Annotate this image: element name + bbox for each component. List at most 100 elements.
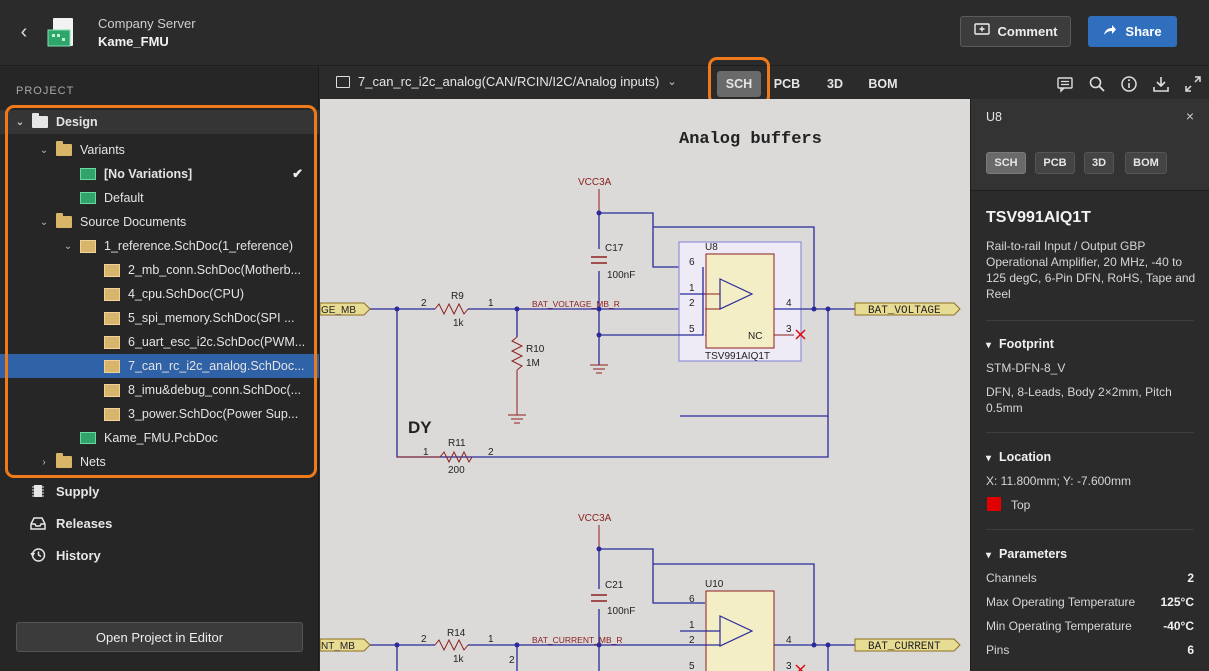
- schematic-canvas[interactable]: Analog buffers VCC3A C17 100nF GE_MB R9 …: [320, 99, 970, 671]
- svg-text:1: 1: [689, 620, 695, 631]
- tree-item-label: 1_reference.SchDoc(1_reference): [104, 239, 293, 253]
- sidebar-item-supply[interactable]: Supply: [30, 480, 99, 502]
- net-label: BAT_CURRENT_MB_R: [532, 635, 623, 645]
- sidebar-item-releases[interactable]: Releases: [30, 512, 112, 534]
- tree-item-schdoc[interactable]: 4_cpu.SchDoc(CPU): [0, 282, 319, 306]
- svg-text:4: 4: [786, 298, 792, 309]
- history-icon: [30, 548, 46, 562]
- footprint-description: DFN, 8-Leads, Body 2×2mm, Pitch 0.5mm: [986, 385, 1172, 415]
- tree-item-label: Design: [56, 115, 98, 129]
- comments-icon[interactable]: [1056, 75, 1074, 93]
- svg-text:3: 3: [786, 324, 792, 335]
- divider: [986, 529, 1194, 530]
- parameter-value: -40°C: [1163, 619, 1194, 633]
- r10-label: R10: [526, 344, 545, 355]
- variant-icon: [80, 192, 96, 204]
- tree-item-schdoc[interactable]: 3_power.SchDoc(Power Sup...: [0, 402, 319, 426]
- tree-item-label: Default: [104, 191, 144, 205]
- location-section-title[interactable]: Location: [986, 450, 1051, 464]
- parameter-row: Max Operating Temperature 125°C: [986, 595, 1194, 609]
- tree-item-schdoc[interactable]: 5_spi_memory.SchDoc(SPI ...: [0, 306, 319, 330]
- port-input-top: GE_MB: [321, 305, 356, 316]
- schematic-drawing: Analog buffers VCC3A C17 100nF GE_MB R9 …: [320, 130, 961, 671]
- tree-item-nets[interactable]: › Nets: [0, 450, 319, 474]
- layer-name: Top: [1011, 498, 1031, 512]
- tab-sch[interactable]: SCH: [717, 71, 761, 97]
- panel-tab-pcb[interactable]: PCB: [1035, 152, 1075, 174]
- sidebar-heading: PROJECT: [16, 85, 75, 97]
- panel-tab-3d[interactable]: 3D: [1084, 152, 1114, 174]
- u10-label: U10: [705, 579, 724, 590]
- back-icon[interactable]: ‹: [20, 21, 28, 43]
- tree-item-label: Variants: [80, 143, 125, 157]
- download-icon[interactable]: [1152, 75, 1170, 93]
- svg-text:1: 1: [488, 298, 494, 309]
- folder-icon: [32, 113, 48, 128]
- svg-text:2: 2: [509, 655, 515, 666]
- parameter-row: Pins 6: [986, 643, 1194, 657]
- chevron-down-icon[interactable]: ⌄: [15, 116, 25, 128]
- chevron-down-icon[interactable]: ⌄: [39, 144, 49, 156]
- tree-item-label: Nets: [80, 455, 106, 469]
- schdoc-icon: [104, 407, 120, 421]
- panel-tab-bom[interactable]: BOM: [1125, 152, 1167, 174]
- chevron-down-icon: ⌄: [667, 76, 677, 88]
- parameter-value: 125°C: [1160, 595, 1195, 609]
- search-icon[interactable]: [1088, 75, 1106, 93]
- schdoc-icon: [104, 359, 120, 373]
- tree-item-reference-schdoc[interactable]: ⌄ 1_reference.SchDoc(1_reference): [0, 234, 319, 258]
- chevron-right-icon[interactable]: ›: [42, 456, 46, 468]
- tree-item-default[interactable]: Default: [0, 186, 319, 210]
- tree-item-variants[interactable]: ⌄ Variants: [0, 138, 319, 162]
- svg-text:2: 2: [421, 634, 427, 645]
- fullscreen-icon[interactable]: [1184, 75, 1202, 93]
- footprint-name: STM-DFN-8_V: [986, 361, 1066, 375]
- panel-header: U8 × SCH PCB 3D BOM: [971, 99, 1209, 191]
- svg-text:2: 2: [421, 298, 427, 309]
- divider: [986, 432, 1194, 433]
- document-title: 7_can_rc_i2c_analog(CAN/RCIN/I2C/Analog …: [358, 74, 660, 89]
- open-project-button[interactable]: Open Project in Editor: [16, 622, 303, 652]
- parameters-section-title[interactable]: Parameters: [986, 547, 1067, 561]
- tree-item-no-variations[interactable]: [No Variations] ✔: [0, 162, 319, 186]
- comment-button[interactable]: Comment: [960, 16, 1071, 47]
- tab-3d[interactable]: 3D: [827, 77, 843, 91]
- tree-item-schdoc[interactable]: 8_imu&debug_conn.SchDoc(...: [0, 378, 319, 402]
- document-selector[interactable]: 7_can_rc_i2c_analog(CAN/RCIN/I2C/Analog …: [336, 74, 677, 89]
- properties-panel: U8 × SCH PCB 3D BOM TSV991AIQ1T Rail-to-…: [970, 99, 1209, 671]
- footprint-section-title[interactable]: Footprint: [986, 337, 1054, 351]
- chevron-down-icon[interactable]: ⌄: [39, 216, 49, 228]
- server-name: Company Server: [98, 16, 196, 31]
- share-button[interactable]: Share: [1088, 16, 1177, 47]
- parameter-name: Channels: [986, 571, 1037, 585]
- comment-label: Comment: [997, 24, 1058, 39]
- u8-part: TSV991AIQ1T: [705, 351, 770, 362]
- c17-label: C17: [605, 243, 624, 254]
- r11-value: 200: [448, 465, 465, 476]
- tree-item-design[interactable]: ⌄ Design: [0, 110, 319, 134]
- tab-pcb[interactable]: PCB: [773, 77, 801, 91]
- tab-bom[interactable]: BOM: [868, 77, 898, 91]
- chevron-down-icon[interactable]: ⌄: [63, 240, 73, 252]
- tree-item-schdoc[interactable]: 6_uart_esc_i2c.SchDoc(PWM...: [0, 330, 319, 354]
- schdoc-icon: [104, 263, 120, 277]
- tree-item-schdoc-selected[interactable]: 7_can_rc_i2c_analog.SchDoc...: [0, 354, 319, 378]
- chip-icon: [32, 485, 44, 497]
- panel-tab-sch[interactable]: SCH: [986, 152, 1026, 174]
- tree-item-pcbdoc[interactable]: Kame_FMU.PcbDoc: [0, 426, 319, 450]
- sidebar-item-history[interactable]: History: [30, 544, 101, 566]
- tree-item-label: 8_imu&debug_conn.SchDoc(...: [128, 383, 302, 397]
- r9-value: 1k: [453, 318, 465, 329]
- port-input-bottom: NT_MB: [321, 641, 355, 652]
- r9-label: R9: [451, 291, 464, 302]
- u8-label: U8: [705, 242, 718, 253]
- info-icon[interactable]: [1120, 75, 1138, 93]
- schdoc-icon: [104, 383, 120, 397]
- close-icon[interactable]: ×: [1185, 108, 1194, 124]
- tree-item-schdoc[interactable]: 2_mb_conn.SchDoc(Motherb...: [0, 258, 319, 282]
- tree-item-source-documents[interactable]: ⌄ Source Documents: [0, 210, 319, 234]
- dy-label: DY: [408, 418, 432, 437]
- share-icon: [1103, 24, 1117, 39]
- svg-text:2: 2: [689, 635, 695, 646]
- c21-label: C21: [605, 580, 624, 591]
